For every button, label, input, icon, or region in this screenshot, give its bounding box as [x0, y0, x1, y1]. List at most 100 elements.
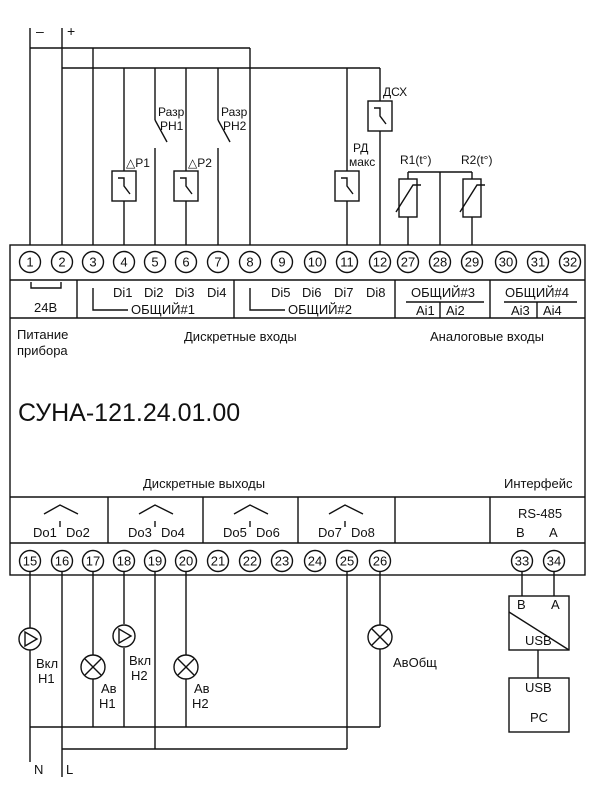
- terminal-circle: [526, 250, 550, 274]
- rs485-label: RS-485: [518, 506, 562, 521]
- terminal-circle: [335, 250, 359, 274]
- rs485-b-label: B: [516, 525, 525, 540]
- terminal-circle: [396, 250, 420, 274]
- analog-inputs-label: Аналоговые входы: [430, 329, 544, 344]
- terminal-circle: [18, 250, 42, 274]
- terminal-number: 12: [373, 255, 387, 270]
- device-model: СУНА-121.24.01.00: [18, 399, 240, 427]
- device-body: [9, 244, 586, 576]
- converter-usb-label: USB: [525, 633, 552, 648]
- di6-label: Di6: [302, 285, 322, 300]
- usb-converter: [508, 595, 570, 651]
- terminal-number: 6: [182, 255, 189, 270]
- do3-label: Do3: [128, 525, 152, 540]
- terminal-12: 12: [368, 250, 392, 274]
- relay-dsh: [367, 100, 393, 132]
- vkl-h1-label: Вкл: [36, 656, 58, 671]
- vkl-h1-sub-label: Н1: [38, 671, 55, 686]
- power-rails: – +: [29, 23, 380, 250]
- relay-p1: [111, 170, 137, 202]
- ai1-label: Ai1: [416, 303, 435, 318]
- vkl-h2-label: Вкл: [129, 653, 151, 668]
- terminal-circle: [112, 549, 136, 573]
- terminal-circle: [143, 250, 167, 274]
- do2-label: Do2: [66, 525, 90, 540]
- terminal-number: 17: [86, 554, 100, 569]
- terminal-34: 34: [542, 549, 566, 573]
- terminal-1: 1: [18, 250, 42, 274]
- razr2-sub-label: РН2: [223, 119, 247, 133]
- rs485-a-label: A: [549, 525, 558, 540]
- input-wiring: [92, 48, 473, 250]
- common3-label: ОБЩИЙ#3: [411, 285, 475, 300]
- relay-p2: [173, 170, 199, 202]
- r1-label: R1(t°): [400, 153, 431, 167]
- alarm-lamp-h1: [80, 654, 106, 680]
- terminal-circle: [335, 549, 359, 573]
- terminal-number: 21: [211, 554, 225, 569]
- terminal-circle: [303, 549, 327, 573]
- power-section-sub-label: прибора: [17, 343, 68, 358]
- terminal-circle: [112, 250, 136, 274]
- terminal-circle: [238, 250, 262, 274]
- terminal-10: 10: [303, 250, 327, 274]
- terminal-24: 24: [303, 549, 327, 573]
- av-h2-sub-label: Н2: [192, 696, 209, 711]
- terminal-circle: [460, 250, 484, 274]
- terminal-number: 19: [148, 554, 162, 569]
- terminal-30: 30: [494, 250, 518, 274]
- thermistor-r2: [459, 178, 485, 218]
- terminal-number: 22: [243, 554, 257, 569]
- terminal-18: 18: [112, 549, 136, 573]
- terminal-number: 31: [531, 255, 545, 270]
- ai3-label: Ai3: [511, 303, 530, 318]
- rd-label: РД: [353, 141, 368, 155]
- terminal-29: 29: [460, 250, 484, 274]
- terminal-circle: [303, 250, 327, 274]
- p2-label: △P2: [188, 156, 212, 170]
- common2-label: ОБЩИЙ#2: [288, 302, 352, 317]
- terminal-20: 20: [174, 549, 198, 573]
- terminal-number: 29: [465, 255, 479, 270]
- terminal-6: 6: [174, 250, 198, 274]
- di2-label: Di2: [144, 285, 164, 300]
- terminal-15: 15: [18, 549, 42, 573]
- pc-usb-label: USB: [525, 680, 552, 695]
- terminal-circle: [558, 250, 582, 274]
- terminal-circle: [368, 549, 392, 573]
- terminal-19: 19: [143, 549, 167, 573]
- terminal-28: 28: [428, 250, 452, 274]
- minus-label: –: [36, 23, 44, 39]
- terminal-number: 30: [499, 255, 513, 270]
- discrete-inputs-label: Дискретные входы: [184, 329, 297, 344]
- terminal-circle: [174, 549, 198, 573]
- terminal-9: 9: [270, 250, 294, 274]
- terminal-circle: [174, 250, 198, 274]
- terminal-21: 21: [206, 549, 230, 573]
- av-h2-label: Ав: [194, 681, 210, 696]
- terminal-circle: [542, 549, 566, 573]
- terminal-number: 33: [515, 554, 529, 569]
- terminal-number: 3: [89, 255, 96, 270]
- terminal-2: 2: [50, 250, 74, 274]
- terminal-32: 32: [558, 250, 582, 274]
- discrete-outputs-label: Дискретные выходы: [143, 476, 265, 491]
- terminal-number: 9: [278, 255, 285, 270]
- converter-a-label: A: [551, 597, 560, 612]
- terminal-circle: [143, 549, 167, 573]
- terminal-33: 33: [510, 549, 534, 573]
- terminal-number: 1: [26, 255, 33, 270]
- terminal-number: 20: [179, 554, 193, 569]
- thermistor-r1: [395, 178, 421, 218]
- do6-label: Do6: [256, 525, 280, 540]
- r2-label: R2(t°): [461, 153, 492, 167]
- ai2-label: Ai2: [446, 303, 465, 318]
- terminal-circle: [81, 549, 105, 573]
- di5-label: Di5: [271, 285, 291, 300]
- input-brackets: [30, 282, 577, 318]
- di7-label: Di7: [334, 285, 354, 300]
- terminal-circle: [206, 250, 230, 274]
